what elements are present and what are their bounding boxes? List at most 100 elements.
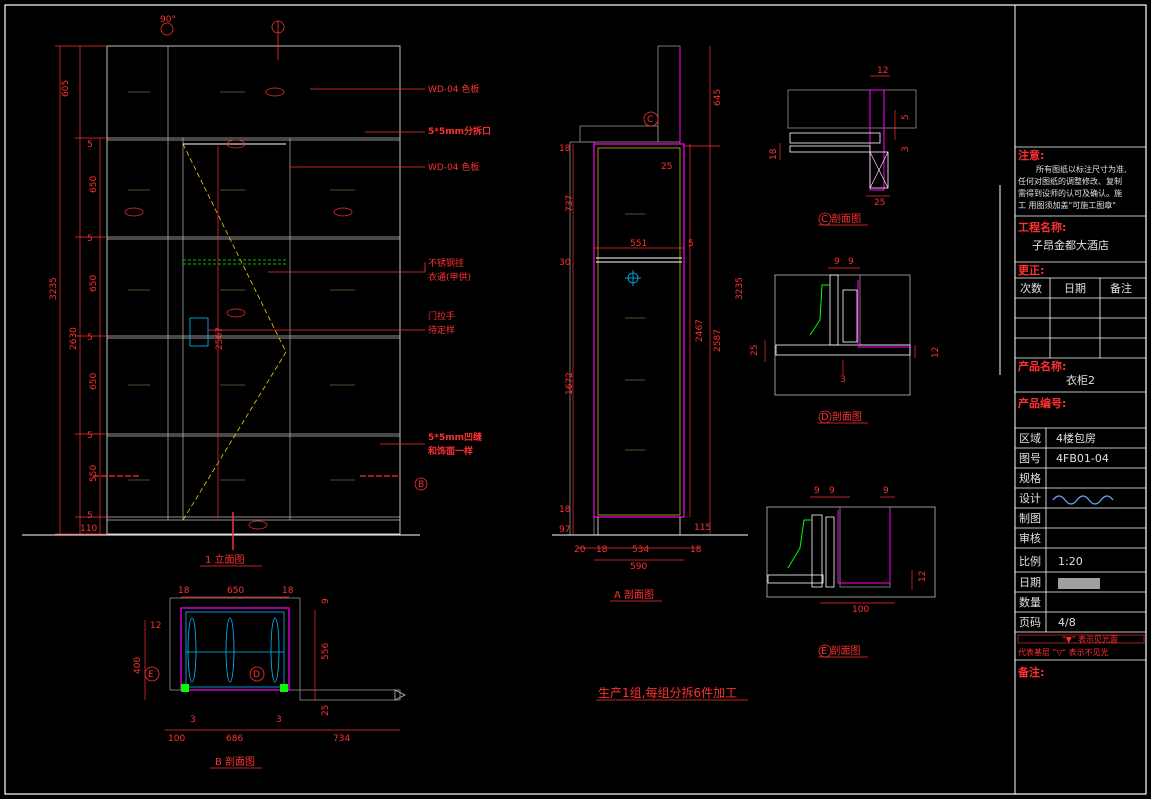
tb-row-key-design: 设计 [1019, 492, 1041, 505]
secb-dim-3-r: 3 [276, 715, 282, 725]
seca-dim-551: 551 [630, 239, 647, 249]
secd-dim-25: 25 [750, 345, 760, 356]
sece-dim-100: 100 [852, 605, 869, 615]
seca-dim-2587: 2587 [713, 329, 723, 352]
tb-notes-line-4: 工 用图须加盖"可施工图章" [1018, 200, 1116, 210]
secd-dim-3: 3 [840, 375, 846, 385]
callout-split: 5*5mm分拆口 [428, 125, 491, 137]
secb-dim-25: 25 [321, 705, 331, 716]
seca-dim-97: 97 [559, 525, 570, 535]
elev-dim-5b: 5 [87, 234, 93, 244]
tb-row-key-spec: 规格 [1019, 471, 1041, 485]
elev-dim-5d: 5 [87, 431, 93, 441]
secd-dim-12: 12 [931, 347, 941, 358]
section-b-title: B 剖面图 [215, 755, 255, 768]
tb-remarks-label: 备注: [1017, 665, 1044, 679]
section-b-view [144, 596, 406, 731]
callout-wd04-b: WD-04 色板 [428, 161, 479, 173]
tb-project-label: 工程名称: [1018, 220, 1066, 234]
elev-dim-650c: 650 [89, 373, 99, 390]
callout-groove-2: 和饰面一样 [427, 445, 473, 457]
secc-dim-18: 18 [769, 148, 779, 160]
elev-dim-650b: 650 [89, 275, 99, 292]
sece-dim-9b: 9 [829, 486, 835, 496]
tb-notes-label: 注意: [1018, 148, 1044, 162]
seca-dim-2467: 2467 [695, 319, 705, 342]
production-note: 生产1组,每组分拆6件加工 [598, 685, 737, 700]
callout-wd04-a: WD-04 色板 [428, 83, 479, 95]
tb-notes-line-1: 所有图纸以标注尺寸为准, [1036, 164, 1127, 174]
tb-rev-header-note: 备注 [1110, 281, 1132, 295]
sece-dim-9a: 9 [814, 486, 820, 496]
tb-row-val-scale: 1:20 [1058, 555, 1083, 568]
secc-dim-12: 12 [877, 66, 888, 76]
tb-row-key-page: 页码 [1019, 616, 1041, 629]
seca-dim-534: 534 [632, 545, 649, 555]
tb-row-val-drawing-no: 4FB01-04 [1056, 452, 1109, 465]
elev-dim-5c: 5 [87, 333, 93, 343]
section-a-title: A 剖面图 [614, 588, 654, 601]
tb-project-name: 子昂金都大酒店 [1032, 238, 1109, 252]
marker-e-secb: E [148, 670, 154, 680]
elevation-view: 90° [22, 15, 428, 550]
secb-dim-734: 734 [333, 734, 350, 744]
seca-dim-645: 645 [713, 89, 723, 106]
tb-row-key-area: 区域 [1019, 432, 1041, 445]
seca-dim-18-l: 18 [596, 545, 608, 555]
elev-dim-2567: 2567 [215, 327, 225, 350]
secd-dim-9b: 9 [848, 257, 854, 267]
seca-dim-5: 5 [688, 239, 694, 249]
seca-dim-18-r: 18 [690, 545, 702, 555]
tb-product-label: 产品名称: [1018, 359, 1066, 373]
tb-notes-line-3: 需得到设师的认可及确认。施 [1018, 188, 1122, 198]
tb-product-name: 衣柜2 [1066, 373, 1095, 387]
callout-groove-1: 5*5mm凹缝 [428, 431, 482, 443]
tb-row-key-scale: 比例 [1019, 554, 1041, 568]
secb-dim-556: 556 [321, 643, 331, 660]
section-d-view [764, 267, 916, 396]
section-c-title: C 剖面图 [821, 212, 861, 225]
secb-dim-18-r: 18 [282, 586, 294, 596]
secb-dim-18-l: 18 [178, 586, 190, 596]
drawing-border [4, 4, 1147, 795]
marker-c-seca: C [647, 115, 653, 125]
elev-dim-550: 550 [89, 465, 99, 482]
seca-dim-115: 115 [694, 523, 711, 533]
seca-dim-737: 737 [565, 195, 575, 212]
elevation-title: 1 立面图 [205, 553, 245, 566]
seca-dim-18-bottom: 18 [559, 505, 571, 515]
callout-rail-1: 不锈钢挂 [428, 257, 464, 269]
seca-dim-590: 590 [630, 562, 647, 572]
secc-dim-5: 5 [901, 114, 911, 120]
tb-revision-label: 更正: [1018, 264, 1044, 277]
tb-row-val-page: 4/8 [1058, 616, 1076, 629]
secb-dim-100: 100 [168, 734, 185, 744]
section-e-view [766, 496, 936, 604]
tb-product-no-label: 产品编号: [1018, 396, 1066, 410]
elev-dim-3235: 3235 [49, 277, 59, 300]
secb-dim-400: 400 [133, 657, 143, 674]
tb-row-key-qty: 数量 [1019, 596, 1041, 609]
seca-dim-30: 30 [559, 258, 571, 268]
seca-dim-25: 25 [661, 162, 672, 172]
elev-dim-110: 110 [80, 524, 97, 534]
callout-rail-2: 衣通(甲供) [428, 271, 471, 283]
elev-dim-650a: 650 [89, 176, 99, 193]
elev-dim-5a: 5 [87, 140, 93, 150]
seca-dim-3235: 3235 [735, 277, 745, 300]
elev-dim-5e: 5 [87, 511, 93, 521]
tb-rev-header-no: 次数 [1020, 281, 1042, 295]
seca-dim-1672: 1672 [565, 372, 575, 395]
tb-row-val-area: 4楼包房 [1056, 431, 1096, 445]
section-d-title: D 剖面图 [821, 410, 862, 423]
marker-d-secb: D [253, 670, 260, 680]
title-block [1014, 4, 1147, 795]
secb-dim-3-l: 3 [190, 715, 196, 725]
seca-dim-18-top: 18 [559, 144, 571, 154]
secc-dim-3: 3 [901, 146, 911, 152]
tb-legend-2: 代表基层 "▽" 表示不见光 [1018, 647, 1109, 657]
section-e-title: E 剖面图 [821, 644, 861, 657]
secb-dim-650: 650 [227, 586, 244, 596]
tb-row-key-date: 日期 [1019, 576, 1041, 589]
